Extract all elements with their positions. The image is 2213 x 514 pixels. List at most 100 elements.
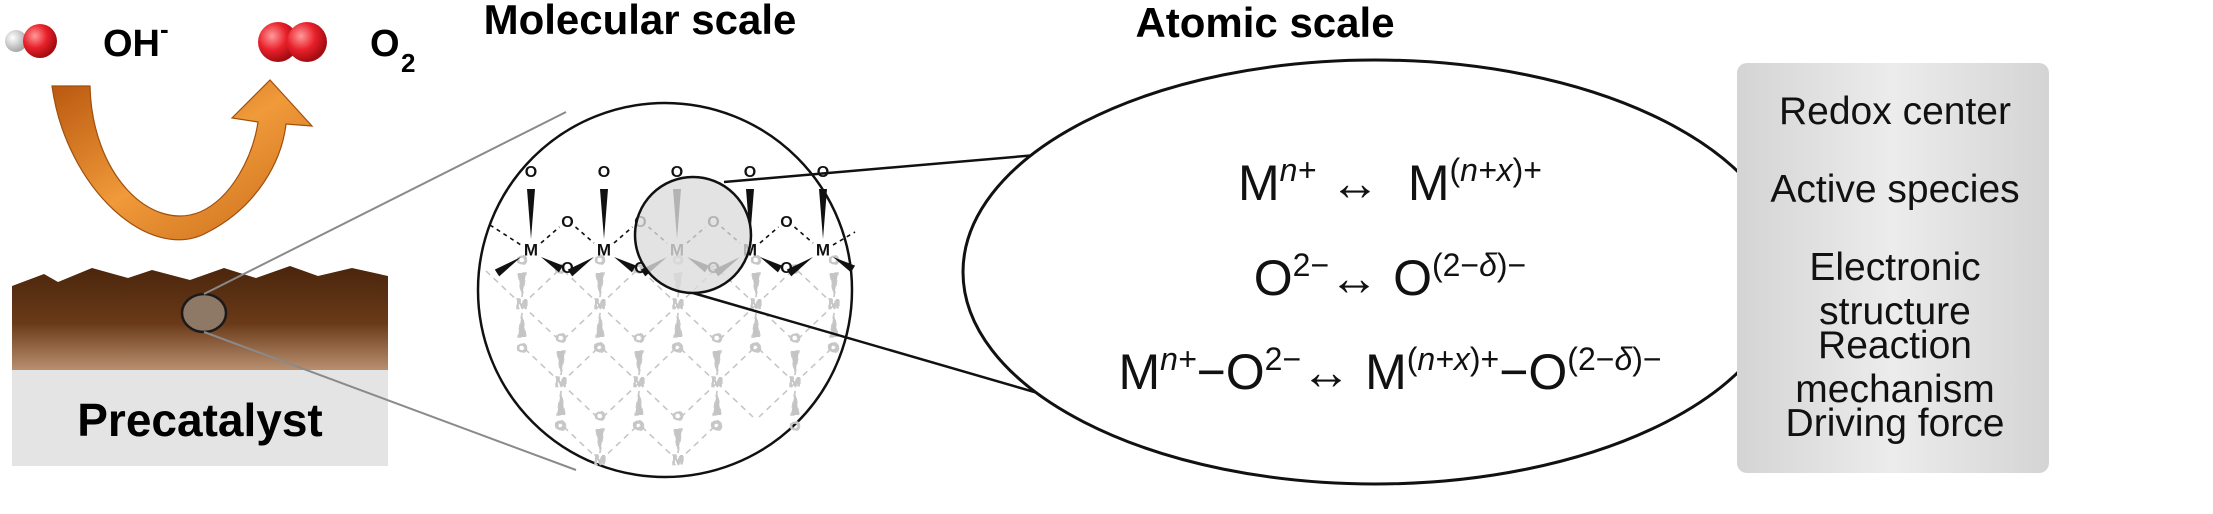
oxygen-atom: O: [780, 214, 792, 231]
lattice-bond: [602, 382, 640, 418]
bond-wedge: [829, 272, 839, 298]
oxygen-atom: O: [555, 417, 565, 432]
equation-metal-oxygen-redox: Mn+−O2−↔ M(n+x)+−O(2−δ)−: [1118, 341, 1662, 400]
oxygen-atom: O: [561, 214, 573, 231]
lattice-bond: [755, 304, 793, 340]
lattice-bond: [794, 348, 832, 384]
reaction-arrow-icon: [51, 79, 314, 241]
bond-wedge: [819, 189, 827, 239]
molecular-scale-title: Molecular scale: [484, 0, 797, 43]
bond-wedge: [556, 350, 566, 376]
lattice-bond: [797, 270, 835, 306]
lattice-bond: [758, 382, 796, 418]
oxygen-atom: O: [671, 164, 683, 181]
bond-wedge: [751, 312, 761, 338]
oxygen-atom: O: [595, 340, 605, 355]
lattice-faded: MOOMOOMOOMOOMOOMOOMOOMOOMOOMOMOOOOOOOOOO…: [485, 252, 841, 468]
bond-wedge: [786, 257, 813, 277]
hydroxide-label: OH: [103, 23, 160, 65]
metal-atom: M: [828, 296, 840, 312]
bond-wedge: [760, 257, 783, 273]
bond-wedge: [634, 350, 644, 376]
metal-atom: M: [555, 374, 567, 390]
property-driving-force: Driving force: [1785, 402, 2005, 445]
lattice-bond: [719, 270, 757, 306]
oxygen-atom: O: [525, 164, 537, 181]
lattice-bond: [563, 270, 601, 306]
zoom-line: [203, 331, 577, 471]
bond-wedge: [712, 390, 722, 416]
oxygen-atom: O: [829, 340, 839, 355]
metal-atom: M: [816, 240, 830, 259]
oxygen-atom: O: [780, 260, 792, 277]
lattice-bond: [521, 304, 559, 340]
oxygen-atom: O: [744, 164, 756, 181]
bond-wedge: [673, 428, 683, 454]
oxygen-molecule-icon: [258, 22, 327, 62]
bond-wedge: [673, 312, 683, 338]
oxygen-atom: O: [595, 252, 605, 267]
magnify-circle: [633, 175, 753, 295]
precatalyst-label: Precatalyst: [77, 394, 323, 446]
oxygen-atom: O: [672, 339, 682, 354]
oxygen-atom: O: [633, 261, 643, 276]
bond-wedge: [595, 428, 605, 454]
lattice-bond: [758, 348, 796, 384]
oxygen-atom: O: [751, 340, 761, 355]
hydroxide-molecule-icon: [5, 24, 57, 58]
oxygen-atom: O: [517, 340, 527, 355]
oxygen-atom: O: [634, 330, 644, 345]
oxygen-atom: O: [829, 252, 839, 267]
lattice-bond: [638, 382, 676, 418]
bond-wedge: [614, 257, 637, 273]
property-redox-center: Redox center: [1779, 90, 2011, 133]
oxygen-atom: O: [790, 330, 800, 345]
lattice-bond: [485, 270, 523, 306]
lattice-bond: [716, 382, 754, 418]
metal-atom: M: [594, 296, 606, 312]
bond-wedge: [833, 257, 856, 273]
metal-atom: M: [524, 240, 538, 259]
metal-atom: M: [750, 296, 762, 312]
bond-wedge: [567, 257, 594, 277]
bond-wedge: [595, 312, 605, 338]
bond-wedge: [527, 189, 535, 239]
oxygen-atom: O: [556, 418, 566, 433]
oxygen-atom: O: [595, 408, 605, 423]
lattice-bond: [680, 348, 718, 384]
bond-wedge: [517, 312, 527, 338]
lattice-bond: [716, 348, 754, 384]
bond-wedge: [541, 257, 564, 273]
lattice-bond: [560, 348, 598, 384]
lattice-bond: [641, 270, 679, 306]
bond-wedge: [746, 189, 754, 239]
lattice-bond: [755, 270, 793, 306]
equation-metal-redox: Mn+ ↔ M(n+x)+: [1238, 152, 1542, 211]
zoom-line: [692, 291, 1063, 402]
lattice-bond: [524, 348, 562, 384]
precatalyst-block: [12, 266, 388, 466]
oxygen-atom: O: [517, 252, 527, 267]
bond-wedge: [751, 272, 761, 298]
oxygen-atom: O: [712, 418, 722, 433]
oxygen-atom: O: [711, 417, 721, 432]
lattice-bond: [489, 224, 522, 246]
oxygen-atom: O: [556, 330, 566, 345]
bond-wedge: [595, 272, 605, 298]
lattice-bond: [560, 382, 598, 418]
bond-wedge: [556, 390, 566, 416]
lattice-bond: [719, 304, 757, 340]
lattice-bond: [680, 382, 718, 418]
oxygen-subscript: 2: [401, 48, 415, 78]
zoom-line: [723, 151, 1061, 184]
equation-oxygen-redox: O2−↔ O(2−δ)−: [1253, 247, 1527, 306]
lattice-bond: [641, 304, 679, 340]
zoom-line: [203, 111, 567, 295]
oxygen-atom: O: [561, 260, 573, 277]
lattice-bond: [677, 426, 715, 462]
oxygen-atom: O: [673, 340, 683, 355]
property-electronic-structure: Electronic structure: [1809, 246, 1981, 333]
lattice-bond: [599, 270, 637, 306]
oxygen-atom: O: [712, 330, 722, 345]
